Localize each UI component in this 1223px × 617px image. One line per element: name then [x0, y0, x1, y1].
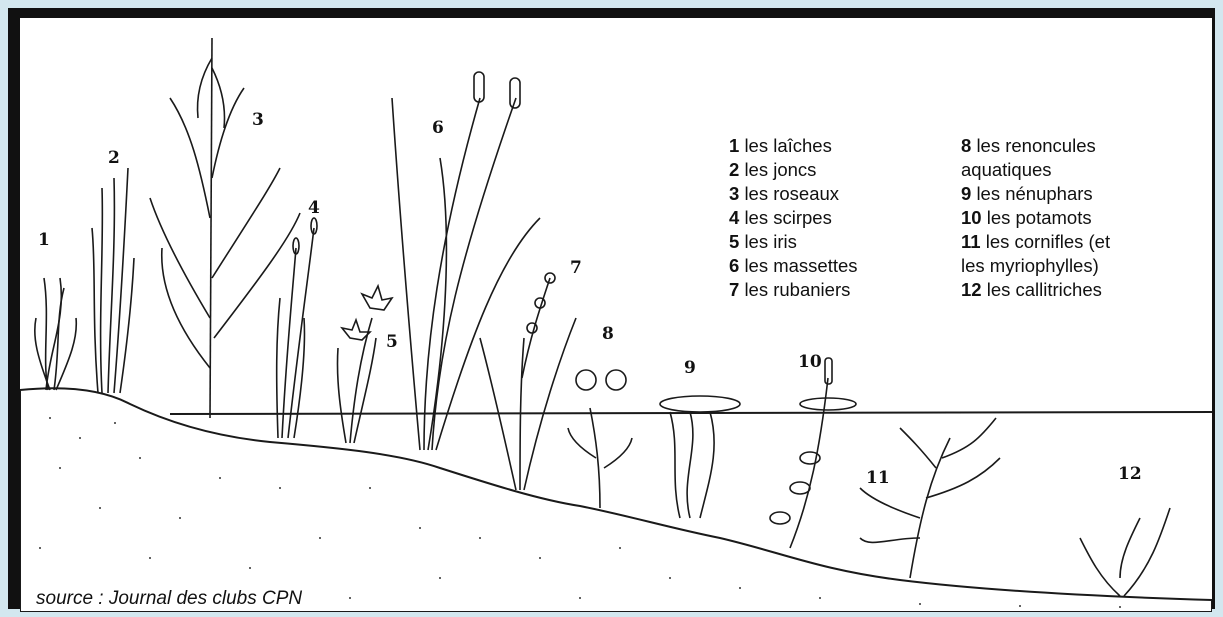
plant-number-6: 6 — [432, 118, 444, 138]
legend-item: aquatiques — [961, 158, 1110, 182]
legend-label: aquatiques — [961, 159, 1052, 180]
legend-label: les nénuphars — [976, 183, 1092, 204]
legend-num: 11 — [961, 231, 981, 252]
legend-label: les iris — [744, 231, 796, 252]
legend-item: 1 les laîches — [729, 134, 858, 158]
plant-12-callitriches — [1080, 508, 1170, 596]
plant-number-11: 11 — [866, 468, 890, 488]
legend-num: 12 — [961, 279, 982, 300]
legend-item: 6 les massettes — [729, 254, 858, 278]
legend-label: les joncs — [744, 159, 816, 180]
legend-item: 8 les renoncules — [961, 134, 1110, 158]
plant-number-9: 9 — [684, 358, 696, 378]
plant-8-renoncules — [568, 370, 632, 508]
legend-num: 2 — [729, 159, 739, 180]
legend-num: 3 — [729, 183, 739, 204]
ground — [20, 388, 1212, 612]
legend-item: les myriophylles) — [961, 254, 1110, 278]
plant-number-10: 10 — [798, 352, 822, 372]
legend-item: 7 les rubaniers — [729, 278, 858, 302]
pond-illustration — [20, 18, 1212, 612]
legend-right: 8 les renoncules aquatiques 9 les nénuph… — [961, 134, 1110, 302]
legend-num: 6 — [729, 255, 739, 276]
plant-6-massettes — [392, 72, 540, 450]
plant-number-8: 8 — [602, 324, 614, 344]
legend-num: 5 — [729, 231, 739, 252]
plant-10-potamots — [770, 358, 856, 548]
legend-item: 5 les iris — [729, 230, 858, 254]
plant-1-laiches — [35, 278, 77, 390]
legend-label: les cornifles (et — [986, 231, 1110, 252]
legend-label: les massettes — [744, 255, 857, 276]
legend-item: 12 les callitriches — [961, 278, 1110, 302]
legend-item: 11 les cornifles (et — [961, 230, 1110, 254]
illustration-panel: 1 2 3 4 5 6 7 8 9 10 11 12 1 les laîches… — [20, 18, 1212, 612]
legend-item: 10 les potamots — [961, 206, 1110, 230]
legend-item: 9 les nénuphars — [961, 182, 1110, 206]
plant-number-5: 5 — [386, 332, 398, 352]
plant-number-1: 1 — [38, 230, 50, 250]
legend-item: 2 les joncs — [729, 158, 858, 182]
legend-label: les myriophylles) — [961, 255, 1099, 276]
legend-item: 4 les scirpes — [729, 206, 858, 230]
legend-left: 1 les laîches 2 les joncs 3 les roseaux … — [729, 134, 858, 302]
legend-label: les rubaniers — [744, 279, 850, 300]
source-caption: source : Journal des clubs CPN — [32, 588, 306, 610]
plant-number-2: 2 — [108, 148, 120, 168]
plant-2-joncs — [92, 168, 134, 393]
legend-num: 10 — [961, 207, 982, 228]
plant-number-12: 12 — [1118, 464, 1142, 484]
plant-11-cornifles — [860, 418, 1000, 578]
legend-label: les potamots — [987, 207, 1092, 228]
legend-label: les callitriches — [987, 279, 1102, 300]
legend-num: 1 — [729, 135, 739, 156]
plant-number-4: 4 — [308, 198, 320, 218]
legend-num: 7 — [729, 279, 739, 300]
plant-number-7: 7 — [570, 258, 582, 278]
legend-label: les scirpes — [744, 207, 831, 228]
legend-label: les renoncules — [976, 135, 1095, 156]
legend-num: 9 — [961, 183, 971, 204]
plant-4-scirpes — [277, 218, 317, 438]
plant-5-iris — [337, 286, 392, 443]
plant-9-nenuphars — [660, 396, 740, 518]
legend-num: 8 — [961, 135, 971, 156]
legend-item: 3 les roseaux — [729, 182, 858, 206]
legend-label: les laîches — [744, 135, 831, 156]
plant-number-3: 3 — [252, 110, 264, 130]
legend-label: les roseaux — [744, 183, 839, 204]
legend-num: 4 — [729, 207, 739, 228]
plant-7-rubaniers — [480, 273, 576, 490]
